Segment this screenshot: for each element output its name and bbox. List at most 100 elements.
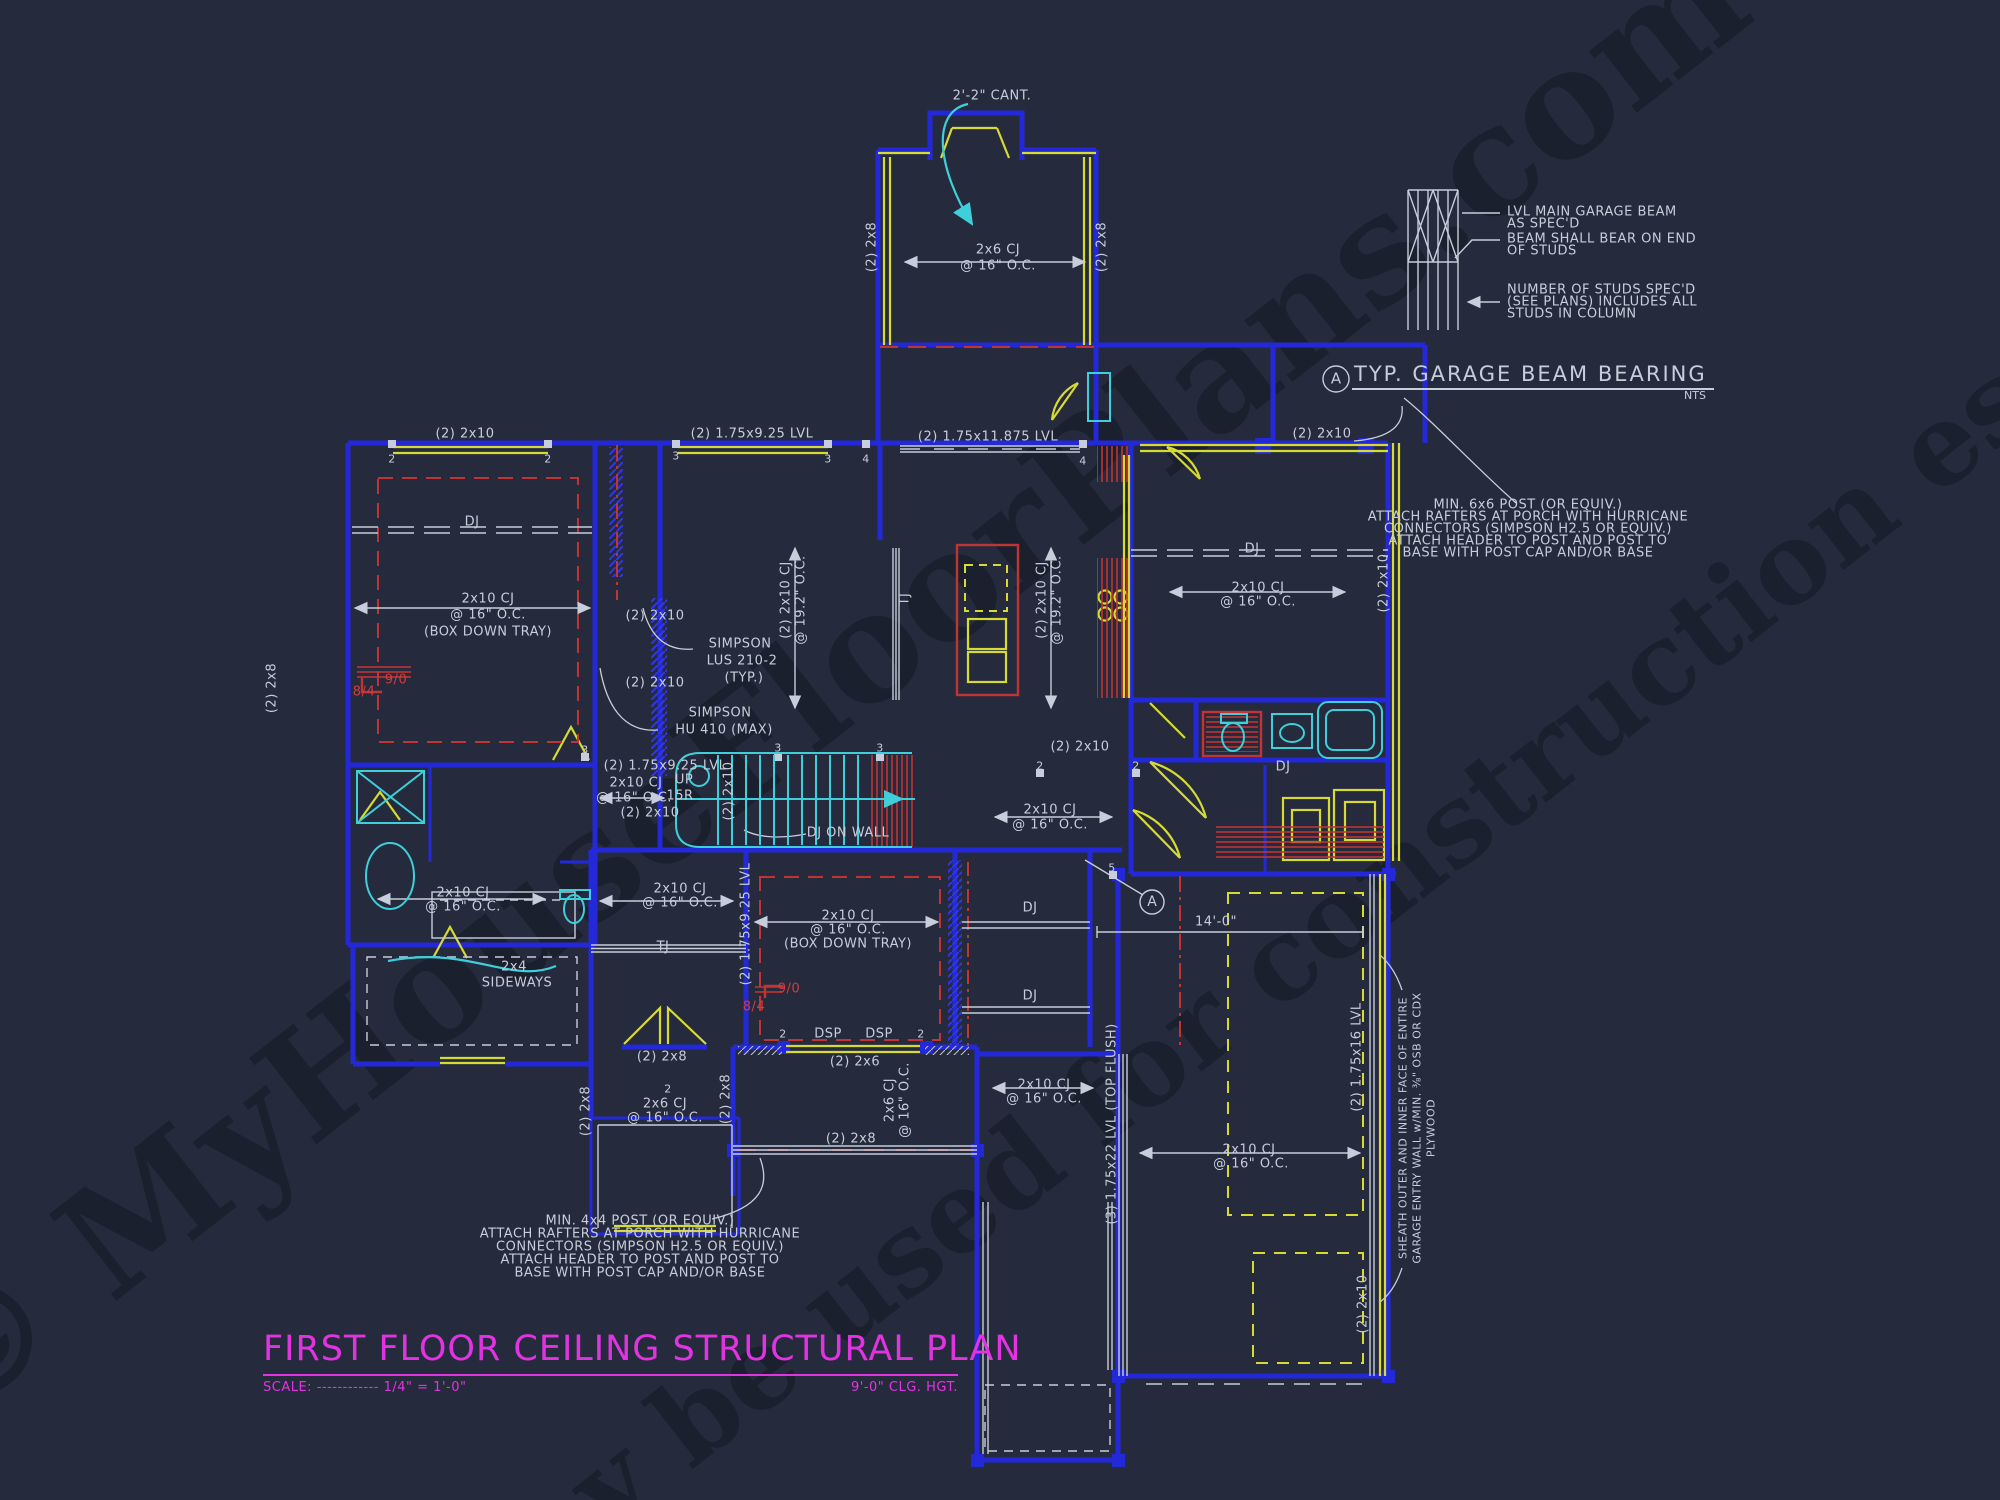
- plan-label: MIN. 4x4 POST (OR EQUIV.): [545, 1213, 735, 1229]
- plan-label: 2x10 CJ: [821, 908, 875, 924]
- plan-label: TJ: [656, 939, 670, 955]
- plan-label: 2: [779, 1027, 787, 1041]
- plan-label: (2) 1.75x9.25 LVL: [690, 426, 814, 442]
- plan-label: 8/4: [352, 684, 376, 700]
- plan-label: @ 16" O.C.: [596, 790, 672, 806]
- plan-label: ATTACH HEADER TO POST AND POST TO: [500, 1252, 780, 1268]
- plan-label: DJ: [464, 514, 480, 530]
- plan-label: @ 16" O.C.: [810, 922, 886, 938]
- plan-label: (BOX DOWN TRAY): [424, 624, 552, 640]
- plan-label: @ 16" O.C.: [897, 1062, 913, 1138]
- plan-label: 2: [917, 1027, 925, 1041]
- plan-label: DSP: [865, 1026, 893, 1042]
- plan-label: 15R: [666, 788, 694, 804]
- detail-marker-bubble: A: [1330, 369, 1342, 388]
- plan-label: ATTACH RAFTERS AT PORCH WITH HURRICANE: [479, 1226, 801, 1242]
- plan-label: (2) 1.75x9.25 LVL: [738, 862, 754, 986]
- plan-label: @ 19.2" O.C.: [793, 555, 809, 645]
- plan-label: CONNECTORS (SIMPSON H2.5 OR EQUIV.): [496, 1239, 784, 1255]
- plan-label: (2) 2x8: [578, 1085, 594, 1137]
- plan-label: (2) 2x8: [636, 1049, 688, 1065]
- wall-hatch-blue: [609, 447, 962, 1050]
- plan-label: BASE WITH POST CAP AND/OR BASE: [514, 1265, 766, 1281]
- detail-garage-beam: [1322, 189, 1714, 393]
- plan-label: BEAM SHALL BEAR ON END: [1507, 231, 1697, 247]
- plan-label: 2x10 CJ: [436, 885, 490, 901]
- stairs: [675, 752, 915, 848]
- plan-label: 2x6 CJ: [642, 1096, 688, 1112]
- plan-label: HU 410 (MAX): [675, 722, 773, 738]
- plan-label: (2) 2x10: [1050, 739, 1110, 755]
- plan-label: 14'-0": [1194, 914, 1238, 930]
- plan-label: ATTACH HEADER TO POST AND POST TO: [1388, 533, 1668, 549]
- plan-label: 2: [544, 452, 552, 466]
- plan-label: (2) 1.75x11.875 LVL: [917, 429, 1059, 445]
- plan-label: LVL MAIN GARAGE BEAM: [1507, 204, 1677, 220]
- plan-label: (2) 2x10 CJ: [778, 561, 794, 639]
- plan-label: (2) 2x10: [435, 426, 495, 442]
- sheet-scale: SCALE: ------------ 1/4" = 1'-0": [263, 1380, 467, 1395]
- plan-label: GARAGE ENTRY WALL w/MIN. ⅜" OSB OR CDX: [1410, 992, 1424, 1264]
- plan-label: 2x10 CJ: [1231, 580, 1285, 596]
- plan-label: 2x10 CJ: [1023, 802, 1077, 818]
- wall-hatch-white: [738, 1046, 969, 1055]
- plan-label: BASE WITH POST CAP AND/OR BASE: [1402, 545, 1654, 561]
- plan-label: 5: [1108, 861, 1116, 875]
- plan-label: (BOX DOWN TRAY): [784, 936, 912, 952]
- plan-label: (SEE PLANS) INCLUDES ALL: [1507, 294, 1698, 310]
- plan-label: 2x10 CJ: [1017, 1077, 1071, 1093]
- plan-label: @ 16" O.C.: [1220, 594, 1296, 610]
- plan-label: @ 16" O.C.: [1012, 817, 1088, 833]
- plan-label: (2) 1.75x9.25 LVL: [603, 758, 727, 774]
- plan-label: (2) 2x8: [718, 1073, 734, 1125]
- plan-label: 4: [862, 452, 870, 466]
- plan-label: (2) 2x10 CJ: [1034, 561, 1050, 639]
- plan-label: (2) 2x8: [864, 221, 880, 273]
- plan-label: CONNECTORS (SIMPSON H2.5 OR EQUIV.): [1384, 521, 1672, 537]
- plan-label: 2x6 CJ: [882, 1077, 898, 1123]
- island-cabinets: [966, 617, 1008, 684]
- plan-label: DJ ON WALL: [806, 825, 890, 841]
- plan-label: 2x10 CJ: [1222, 1142, 1276, 1158]
- plan-label: SIMPSON: [688, 705, 752, 721]
- sheet-title: FIRST FLOOR CEILING STRUCTURAL PLAN: [263, 1329, 1022, 1369]
- plan-label: PLYWOOD: [1424, 1098, 1438, 1158]
- stud-markers: [388, 440, 1140, 879]
- plan-label: SHEATH OUTER AND INNER FACE OF ENTIRE: [1396, 997, 1410, 1259]
- leaders: [599, 397, 1517, 1303]
- plan-label: (TYP.): [724, 670, 764, 686]
- plan-label: (2) 2x10: [625, 675, 685, 691]
- plan-label: 3: [876, 741, 884, 755]
- plan-label: @ 16" O.C.: [642, 895, 718, 911]
- plan-label: (2) 2x8: [1094, 221, 1110, 273]
- plan-label: DJ: [1022, 900, 1038, 916]
- plan-label: 2x10 CJ: [653, 881, 707, 897]
- plan-label: SIMPSON: [708, 636, 772, 652]
- plan-label: 2: [1036, 759, 1044, 773]
- plan-label: 3: [672, 449, 680, 463]
- ceiling-height-note: 9'-0" CLG. HGT.: [851, 1380, 958, 1395]
- plan-label: SIDEWAYS: [481, 975, 553, 991]
- plan-label: UP: [674, 772, 694, 788]
- red-hatch: [868, 446, 1130, 847]
- dimension-arrows: [353, 255, 1362, 1160]
- plan-label: OF STUDS: [1507, 243, 1577, 259]
- plan-label: (2) 2x8: [264, 662, 280, 714]
- plan-label: 9/0: [384, 672, 408, 688]
- plan-label: LUS 210-2: [706, 653, 778, 669]
- plan-label: DJ: [1022, 988, 1038, 1004]
- plan-label: TJ: [897, 592, 913, 606]
- plan-label: MIN. 6x6 POST (OR EQUIV.): [1433, 497, 1623, 513]
- plan-label: @ 16" O.C.: [1213, 1156, 1289, 1172]
- plan-label: 2: [664, 1082, 672, 1096]
- plan-label: 2x6 CJ: [975, 242, 1021, 258]
- plan-label: ATTACH RAFTERS AT PORCH WITH HURRICANE: [1367, 509, 1689, 525]
- plan-label: (2) 2x10: [1355, 1274, 1371, 1334]
- plan-label: @ 16" O.C.: [425, 899, 501, 915]
- plan-label: 3: [774, 741, 782, 755]
- plan-label: NUMBER OF STUDS SPEC'D: [1507, 282, 1696, 298]
- plan-label: 3: [581, 743, 589, 757]
- plan-label: 4: [1079, 454, 1087, 468]
